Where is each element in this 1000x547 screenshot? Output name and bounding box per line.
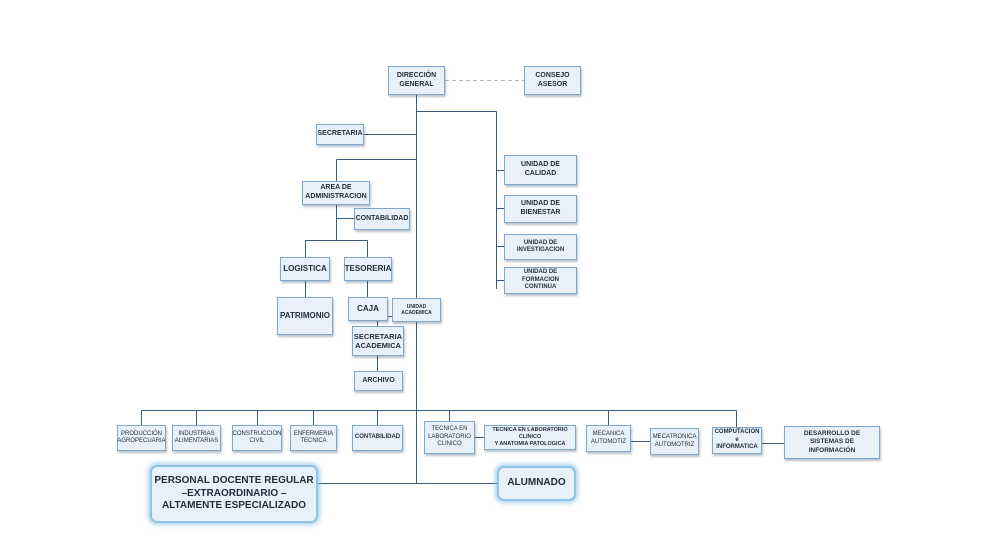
node-computacion-informatica: COMPUTACION e INFORMATICA	[712, 427, 762, 454]
node-unidad-investigacion: UNIDAD DE INVESTIGACION	[504, 234, 577, 260]
node-contabilidad-admin: CONTABILIDAD	[354, 208, 410, 230]
node-industrias-alimentarias: INDUSTRIAS ALIMENTARIAS	[172, 425, 221, 451]
node-area-administracion: AREA DE ADMINISTRACION	[302, 181, 370, 205]
node-unidad-academica: UNIDAD ACADEMICA	[392, 298, 441, 322]
node-patrimonio: PATRIMONIO	[277, 297, 333, 335]
node-tecnica-laboratorio: TECNICA EN LABORATORIO CLINICO	[424, 421, 475, 454]
node-personal-docente: PERSONAL DOCENTE REGULAR –EXTRAORDINARIO…	[150, 465, 318, 523]
node-desarrollo-sistemas: DESARROLLO DE SISTEMAS DE INFORMACIÓN	[784, 426, 880, 459]
node-secretaria-academica: SECRETARIA ACADEMICA	[352, 326, 404, 356]
node-secretaria: SECRETARIA	[316, 124, 364, 145]
node-unidad-bienestar: UNIDAD DE BIENESTAR	[504, 195, 577, 223]
node-produccion-agropecuaria: PRODUCCIÓN AGROPECUARIA	[117, 425, 166, 451]
node-mecatronica-automotriz: MECATRONICA AUTOMOTRIZ	[650, 428, 699, 455]
node-construccion-civil: CONSTRUCCION CIVIL	[232, 425, 282, 451]
node-contabilidad-programa: CONTABILIDAD	[352, 425, 403, 451]
node-mecanica-automotiz: MECANICA AUTOMOTIZ	[586, 425, 631, 452]
node-caja: CAJA	[348, 297, 388, 321]
node-enfermeria-tecnica: ENFERMERIA TECNICA	[290, 425, 337, 451]
node-tesoreria: TESORERIA	[344, 257, 392, 281]
node-direccion-general: DIRECCIÓN GENERAL	[388, 66, 445, 95]
node-alumnado: ALUMNADO	[497, 466, 576, 501]
node-archivo: ARCHIVO	[354, 371, 403, 391]
node-unidad-formacion: UNIDAD DE FORMACION CONTINUA	[504, 267, 577, 294]
node-tecnica-laboratorio-patologia: TECNICA EN LABORATORIO CLINICO Y ANATOMI…	[484, 425, 576, 450]
node-unidad-calidad: UNIDAD DE CALIDAD	[504, 155, 577, 185]
node-logistica: LOGISTICA	[280, 257, 330, 281]
node-consejo-asesor: CONSEJO ASESOR	[524, 66, 581, 95]
